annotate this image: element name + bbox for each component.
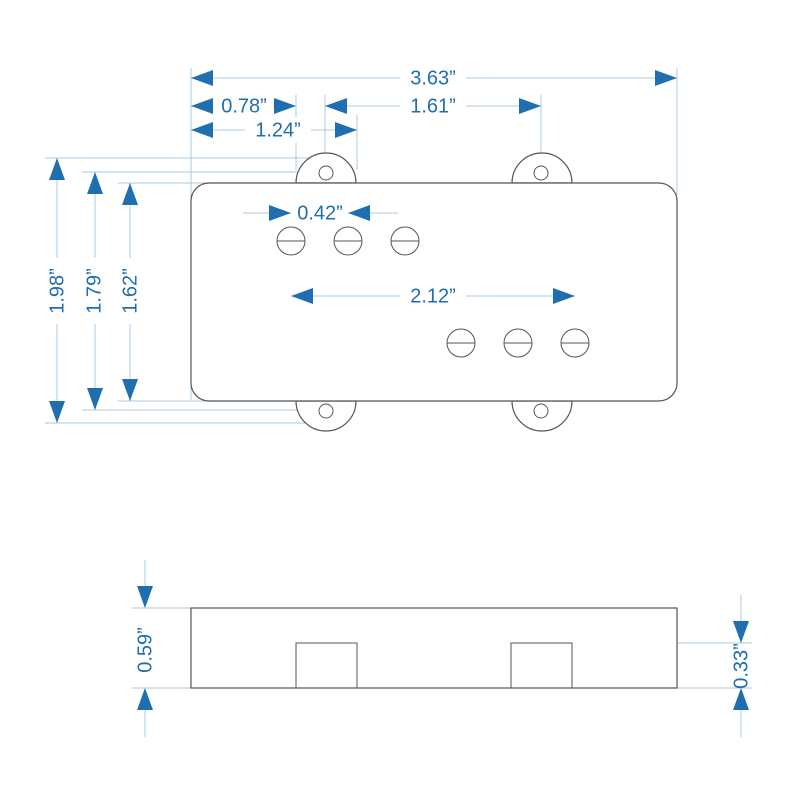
pole-screw — [446, 328, 476, 358]
arrow-head — [733, 688, 749, 710]
pole-screw — [276, 226, 306, 256]
pole-screw — [333, 226, 363, 256]
ear-spacing-label: 1.61” — [410, 95, 456, 117]
pole-offset-label: 0.78” — [221, 95, 267, 117]
arrow-head — [122, 379, 138, 401]
dimension-labels: 3.63” 0.78” 1.61” 1.24” 0.42” 2.12” 1.98… — [45, 64, 752, 689]
side-height-label: 0.59” — [134, 627, 156, 673]
overall-width-label: 3.63” — [410, 67, 456, 89]
pole-screw — [390, 226, 420, 256]
pocket-height-label: 0.33” — [730, 643, 752, 689]
arrow-head — [87, 172, 103, 194]
arrow-head — [519, 98, 541, 114]
arrow-head — [191, 70, 213, 86]
pickup-side-view — [132, 607, 752, 689]
arrow-head — [553, 288, 575, 304]
mounting-hole — [533, 165, 549, 181]
mounting-hole — [318, 165, 334, 181]
arrow-head — [269, 205, 291, 221]
arrow-head — [49, 158, 65, 180]
arrow-head — [191, 98, 213, 114]
arrow-head — [87, 388, 103, 410]
row-offset-label: 2.12” — [410, 285, 456, 307]
arrow-head — [655, 70, 677, 86]
arrow-head — [348, 205, 370, 221]
body-height-label: 1.62” — [119, 268, 141, 314]
hole-height-label: 1.79” — [83, 268, 105, 314]
arrow-head — [191, 122, 213, 138]
mounting-hole — [318, 403, 334, 419]
mounting-hole — [533, 403, 549, 419]
pole-screw — [560, 328, 590, 358]
arrow-head — [335, 122, 357, 138]
arrow-head — [137, 586, 153, 608]
ear-height-label: 1.98” — [46, 268, 68, 314]
arrow-head — [137, 688, 153, 710]
arrow-head — [274, 98, 296, 114]
arrow-head — [733, 621, 749, 643]
pole-screw — [503, 328, 533, 358]
arrow-head — [122, 183, 138, 205]
arrow-head — [49, 401, 65, 423]
ear-offset-label: 1.24” — [255, 119, 301, 141]
pole-spacing-label: 0.42” — [297, 202, 343, 224]
arrow-head — [325, 98, 347, 114]
arrow-head — [291, 288, 313, 304]
